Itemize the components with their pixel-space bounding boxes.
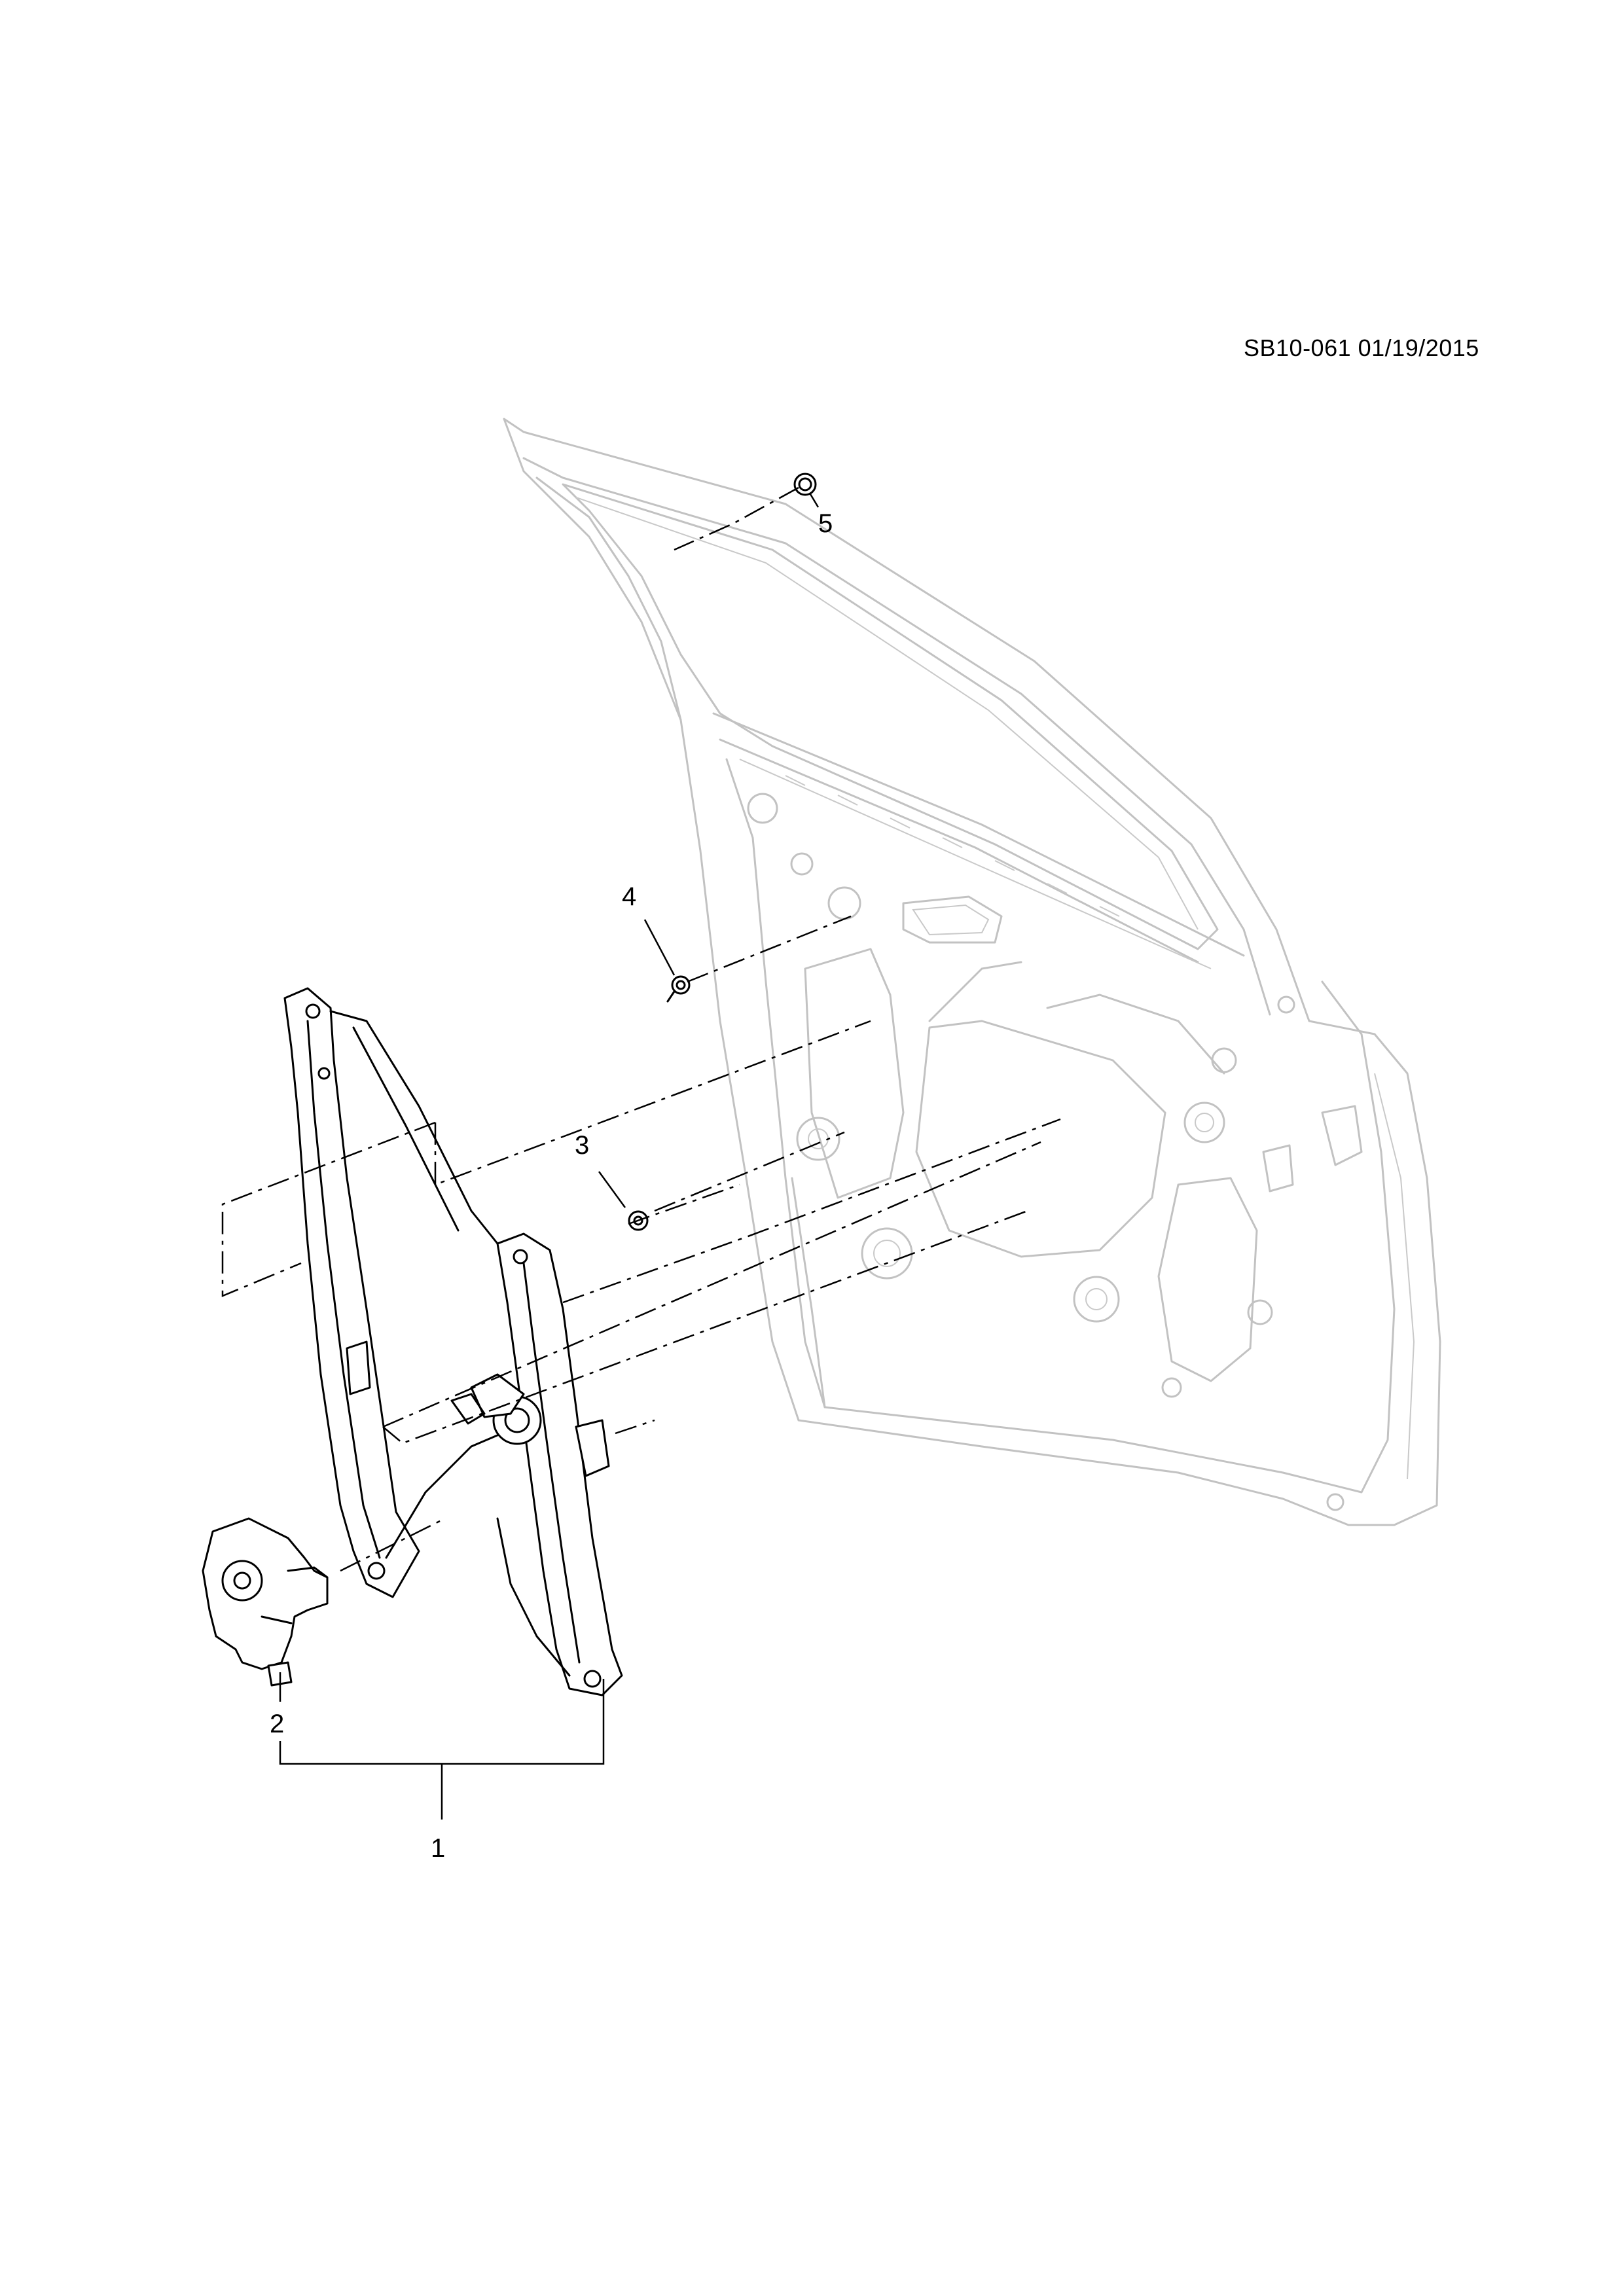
window-regulator-assembly <box>283 987 623 1696</box>
drawing-reference-number: SB10-061 01/19/2015 <box>1244 334 1479 361</box>
front-door-shell <box>503 418 1441 1526</box>
callout-4-nut: 4 <box>622 882 637 911</box>
left-guide-rail <box>283 987 420 1598</box>
assembly-lines <box>221 486 1061 1572</box>
callout-5-grommet: 5 <box>818 509 833 538</box>
window-motor <box>202 1517 329 1687</box>
callout-leaders <box>279 493 820 1820</box>
nut-part-4 <box>666 975 691 1003</box>
callout-3-nut: 3 <box>575 1131 590 1160</box>
callout-1-window-regulator: 1 <box>431 1834 446 1863</box>
callout-2-window-motor: 2 <box>270 1710 285 1738</box>
grommet-part-5 <box>793 473 817 496</box>
